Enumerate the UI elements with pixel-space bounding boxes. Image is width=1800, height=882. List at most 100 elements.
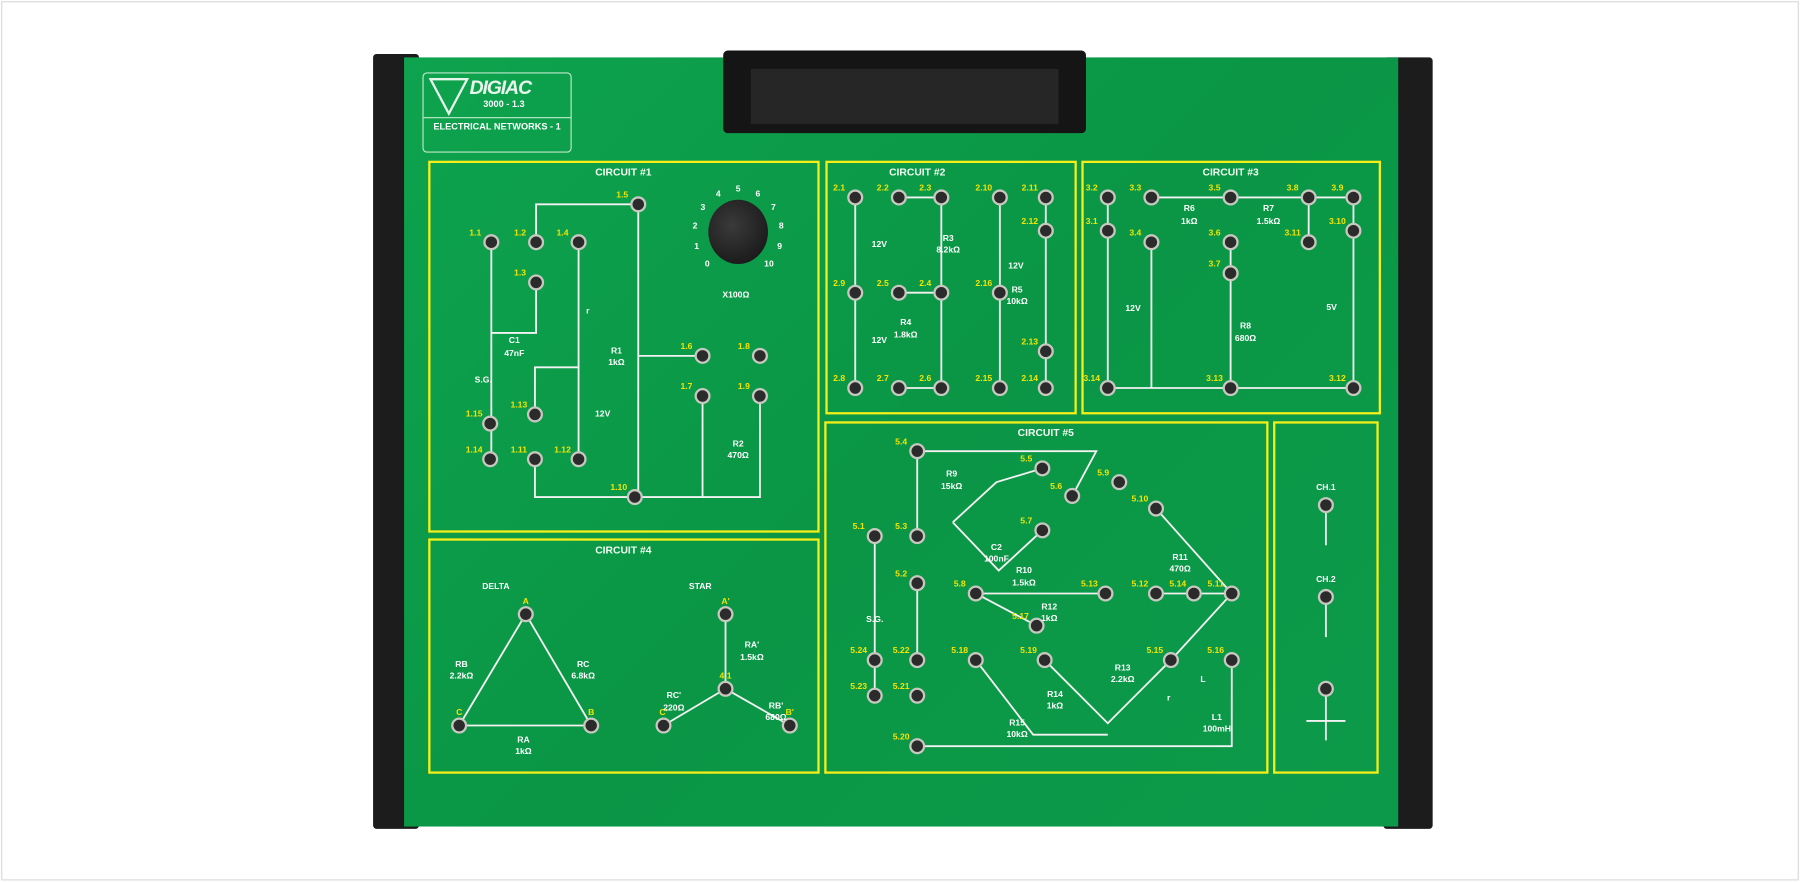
- terminal-socket-1_14[interactable]: [482, 451, 499, 468]
- terminal-socket-2_5[interactable]: [890, 284, 907, 301]
- component-label: 100mH: [1202, 723, 1231, 734]
- terminal-socket-5_16[interactable]: [1223, 652, 1240, 669]
- circuit-3-frame: [1081, 160, 1381, 415]
- terminal-socket-2_11[interactable]: [1037, 189, 1054, 206]
- terminal-socket-5_19[interactable]: [1036, 652, 1053, 669]
- terminal-socket-3_2[interactable]: [1099, 189, 1116, 206]
- terminal-socket-3_14[interactable]: [1099, 379, 1116, 397]
- terminal-socket-5_4[interactable]: [909, 443, 926, 460]
- terminal-socket-5_2[interactable]: [909, 575, 926, 592]
- component-label: R4: [900, 316, 912, 328]
- terminal-label: 2.10: [975, 182, 993, 193]
- terminal-socket-2_10[interactable]: [991, 189, 1008, 206]
- terminal-socket-5_8[interactable]: [967, 585, 984, 602]
- terminal-socket-5_3[interactable]: [909, 528, 926, 545]
- terminal-socket-2_14[interactable]: [1037, 379, 1054, 397]
- terminal-socket-1_7[interactable]: [694, 388, 711, 405]
- terminal-socket-1_10[interactable]: [626, 489, 643, 506]
- terminal-socket-1_9[interactable]: [751, 388, 768, 405]
- terminal-socket-1_15[interactable]: [482, 415, 499, 432]
- terminal-socket-1_11[interactable]: [526, 451, 543, 468]
- terminal-socket-2_6[interactable]: [933, 379, 950, 397]
- terminal-label: 1.12: [554, 444, 571, 455]
- terminal-socket-5_22[interactable]: [909, 652, 926, 669]
- terminal-socket-2_9[interactable]: [847, 284, 864, 301]
- terminal-socket-4_1[interactable]: [717, 680, 734, 697]
- terminal-label: 5.24: [850, 645, 868, 656]
- terminal-socket-5_9[interactable]: [1111, 474, 1128, 491]
- terminal-socket-5_18[interactable]: [967, 652, 984, 669]
- terminal-socket-A[interactable]: [517, 606, 534, 623]
- terminal-socket-3_8[interactable]: [1300, 189, 1317, 206]
- terminal-socket-2_15[interactable]: [991, 379, 1008, 397]
- terminal-socket-1_2[interactable]: [528, 234, 545, 251]
- terminal-socket-5_20[interactable]: [909, 738, 926, 755]
- terminal-socket-1_12[interactable]: [570, 451, 587, 468]
- terminal-socket-3_4[interactable]: [1143, 234, 1160, 251]
- terminal-socket-5_11[interactable]: [1223, 585, 1240, 602]
- terminal-socket-5_17[interactable]: [1028, 617, 1045, 634]
- terminal-socket-5_7[interactable]: [1034, 522, 1051, 539]
- terminal-socket-3_3[interactable]: [1143, 189, 1160, 206]
- terminal-socket-1_5[interactable]: [630, 196, 647, 213]
- terminal-socket-5_6[interactable]: [1064, 487, 1081, 504]
- component-label: 12V: [1125, 303, 1141, 314]
- terminal-socket-C_[interactable]: [655, 717, 672, 734]
- scope-ground-socket[interactable]: [1317, 680, 1334, 697]
- terminal-socket-3_11[interactable]: [1300, 234, 1317, 251]
- terminal-socket-3_6[interactable]: [1222, 234, 1239, 251]
- component-label: 12V: [1008, 260, 1024, 271]
- terminal-socket-3_1[interactable]: [1099, 222, 1116, 239]
- terminal-socket-5_10[interactable]: [1147, 500, 1165, 517]
- terminal-socket-3_7[interactable]: [1222, 265, 1239, 282]
- terminal-socket-5_13[interactable]: [1097, 585, 1114, 602]
- terminal-label: 1.5: [616, 189, 629, 200]
- terminal-socket-3_13[interactable]: [1222, 379, 1239, 397]
- terminal-socket-3_5[interactable]: [1222, 189, 1239, 206]
- terminal-socket-5_1[interactable]: [866, 528, 883, 545]
- terminal-socket-5_24[interactable]: [866, 652, 883, 669]
- terminal-socket-1_13[interactable]: [526, 406, 543, 423]
- terminal-label: 5.4: [895, 436, 908, 447]
- terminal-socket-B[interactable]: [583, 717, 600, 734]
- terminal-socket-B_[interactable]: [781, 717, 798, 734]
- terminal-socket-1_1[interactable]: [483, 234, 500, 251]
- terminal-label: 3.1: [1085, 215, 1098, 227]
- terminal-socket-2_1[interactable]: [847, 189, 864, 206]
- component-label: 1.5kΩ: [1256, 215, 1281, 227]
- terminal-socket-C[interactable]: [451, 717, 468, 734]
- component-label: 5V: [1326, 301, 1337, 313]
- component-label: 680Ω: [1234, 332, 1257, 344]
- scope-channel-socket[interactable]: [1317, 588, 1334, 605]
- terminal-socket-1_8[interactable]: [751, 347, 768, 364]
- component-label: R12: [1041, 601, 1058, 612]
- terminal-socket-3_12[interactable]: [1345, 379, 1362, 397]
- terminal-socket-1_3[interactable]: [528, 274, 545, 291]
- terminal-socket-A_[interactable]: [717, 606, 734, 623]
- terminal-socket-2_13[interactable]: [1037, 343, 1054, 360]
- terminal-socket-5_14[interactable]: [1185, 585, 1202, 602]
- terminal-socket-2_8[interactable]: [847, 379, 864, 397]
- scope-channel-socket[interactable]: [1317, 497, 1334, 514]
- resistance-dial-knob[interactable]: [708, 199, 768, 265]
- terminal-socket-1_4[interactable]: [570, 234, 587, 251]
- dial-number: 3: [700, 201, 706, 212]
- component-label: DELTA: [482, 580, 510, 592]
- terminal-socket-5_15[interactable]: [1162, 652, 1179, 669]
- terminal-socket-5_5[interactable]: [1034, 460, 1051, 477]
- terminal-label: C: [456, 707, 463, 718]
- terminal-socket-5_12[interactable]: [1147, 585, 1165, 602]
- terminal-socket-2_16[interactable]: [991, 284, 1008, 301]
- terminal-socket-2_7[interactable]: [890, 379, 907, 397]
- terminal-label: 3.3: [1129, 182, 1142, 193]
- terminal-socket-5_21[interactable]: [909, 687, 926, 704]
- terminal-socket-2_4[interactable]: [933, 284, 950, 301]
- brand: DIGIAC: [469, 76, 533, 99]
- terminal-socket-1_6[interactable]: [694, 347, 711, 364]
- terminal-socket-3_9[interactable]: [1345, 189, 1362, 206]
- terminal-socket-3_10[interactable]: [1345, 222, 1362, 239]
- terminal-socket-2_12[interactable]: [1037, 222, 1054, 239]
- terminal-socket-2_2[interactable]: [890, 189, 907, 206]
- terminal-socket-5_23[interactable]: [866, 687, 883, 704]
- terminal-socket-2_3[interactable]: [933, 189, 950, 206]
